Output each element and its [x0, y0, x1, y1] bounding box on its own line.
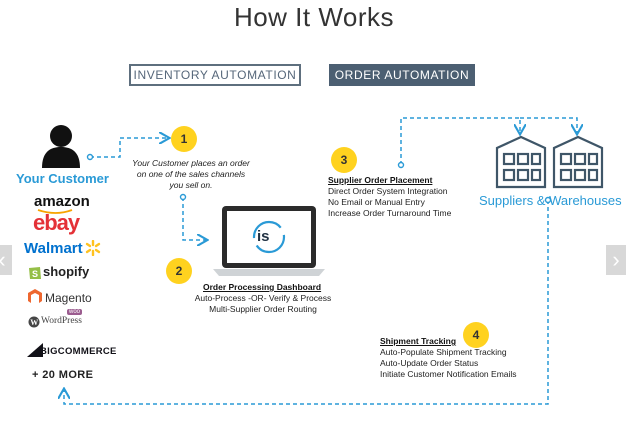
dashboard-logo: is	[257, 228, 270, 245]
walmart-spark-icon	[85, 240, 101, 256]
magento-icon	[28, 289, 42, 303]
customer-label: Your Customer	[16, 171, 109, 186]
step-1-badge: 1	[171, 126, 197, 152]
carousel-prev-button[interactable]: ‹	[0, 245, 12, 275]
step-4-heading: Shipment Tracking	[380, 336, 457, 346]
step-2-badge: 2	[166, 258, 192, 284]
warehouse-icon	[495, 135, 604, 189]
shopify-logo: shopify	[43, 264, 90, 279]
step-4-line: Initiate Customer Notification Emails	[380, 369, 517, 379]
tab-inventory-automation[interactable]: INVENTORY AUTOMATION	[129, 64, 301, 86]
step-3-line: No Email or Manual Entry	[328, 197, 425, 207]
wordpress-icon: W	[28, 316, 40, 328]
walmart-logo: Walmart	[24, 240, 83, 257]
carousel-next-button[interactable]: ›	[606, 245, 626, 275]
bigcommerce-logo: BIGCOMMERCE	[40, 346, 117, 357]
svg-text:W: W	[30, 318, 38, 327]
chevron-left-icon: ‹	[0, 247, 6, 272]
step-1-line: you sell on.	[169, 180, 213, 190]
shopify-bag-icon: S	[29, 267, 41, 279]
laptop-dashboard-icon	[213, 206, 325, 276]
step-1-text: Your Customer places an order on one of …	[120, 158, 262, 191]
step-2-text: Auto-Process -OR- Verify & Process Multi…	[183, 293, 343, 315]
amazon-smile-icon	[37, 209, 73, 214]
chevron-right-icon: ›	[612, 247, 620, 272]
amazon-logo: amazon	[34, 193, 90, 210]
page-title: How It Works	[233, 2, 395, 32]
step-3-text: Direct Order System Integration No Email…	[328, 186, 451, 219]
step-4-line: Auto-Populate Shipment Tracking	[380, 347, 507, 357]
step-2-line: Multi-Supplier Order Routing	[209, 304, 317, 314]
suppliers-label: Suppliers & Warehouses	[479, 193, 622, 208]
step-2-heading: Order Processing Dashboard	[203, 282, 322, 292]
woo-badge: woo	[67, 309, 83, 315]
step-4-badge: 4	[463, 322, 489, 348]
step-2-line: Auto-Process -OR- Verify & Process	[194, 293, 332, 303]
step-1-line: Your Customer places an order	[132, 158, 250, 168]
step-3-line: Increase Order Turnaround Time	[328, 208, 452, 218]
step-1-line: on one of the sales channels	[136, 169, 246, 179]
wordpress-logo: WordPress	[41, 316, 82, 326]
tab-order-automation[interactable]: ORDER AUTOMATION	[329, 64, 475, 86]
step-3-badge: 3	[331, 147, 357, 173]
magento-logo: Magento	[45, 291, 92, 305]
more-channels-label: + 20 MORE	[32, 369, 94, 381]
step-3-heading: Supplier Order Placement	[328, 175, 433, 185]
person-icon	[42, 125, 80, 168]
step-4-text: Auto-Populate Shipment Tracking Auto-Upd…	[380, 347, 517, 380]
svg-text:S: S	[32, 269, 38, 279]
bigcommerce-icon	[27, 343, 43, 357]
step-3-line: Direct Order System Integration	[328, 186, 448, 196]
ebay-logo: ebay	[33, 210, 80, 235]
step-4-line: Auto-Update Order Status	[380, 358, 479, 368]
